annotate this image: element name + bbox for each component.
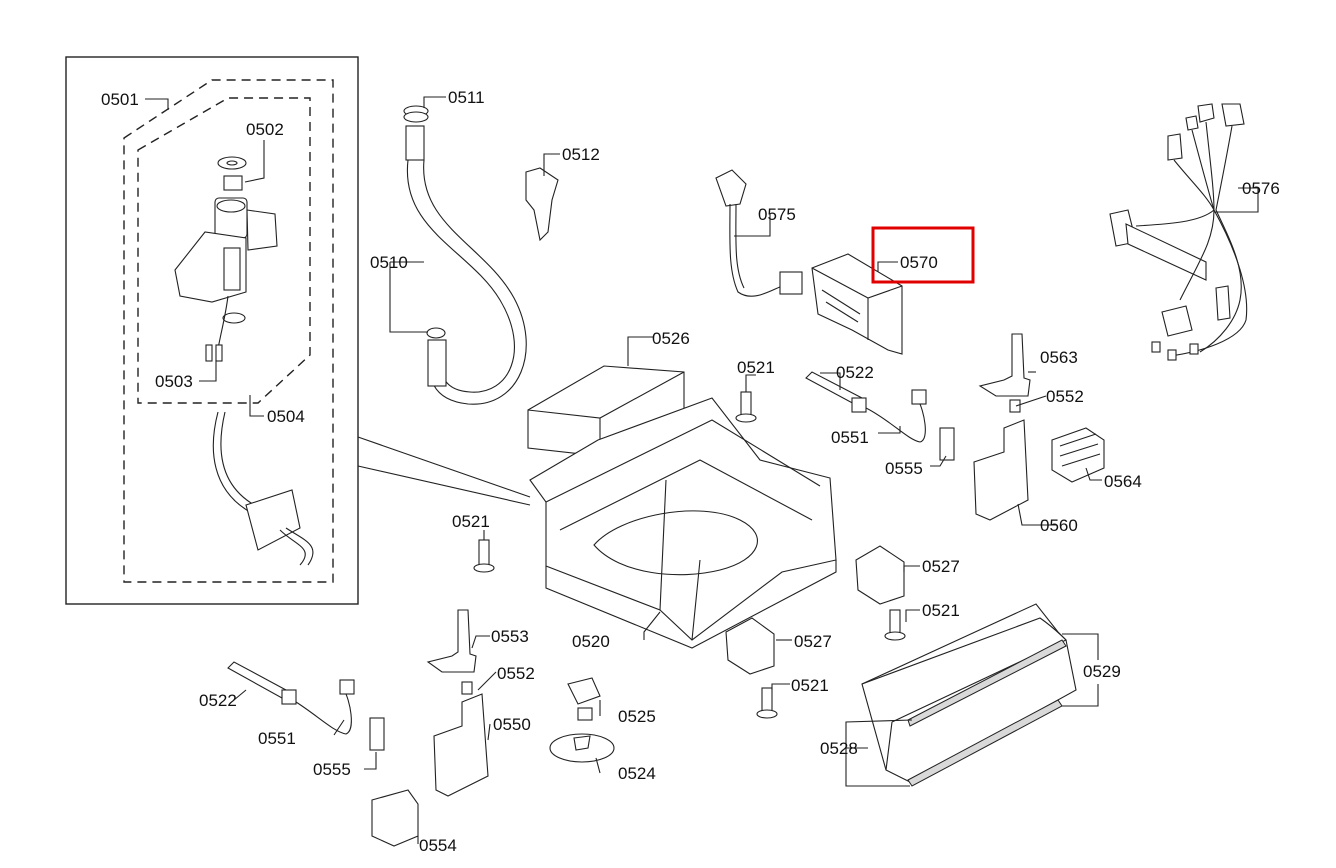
part-0554 xyxy=(371,789,419,847)
label-0504: 0504 xyxy=(267,407,305,426)
label-0502: 0502 xyxy=(246,120,284,139)
label-0564: 0564 xyxy=(1104,472,1142,491)
screws-0521 xyxy=(473,391,906,719)
label-0525: 0525 xyxy=(618,707,656,726)
sensor-group-left xyxy=(227,661,385,751)
detail-frame xyxy=(65,56,359,605)
label-0511: 0511 xyxy=(448,88,485,107)
label-0575: 0575 xyxy=(758,205,796,224)
aquastop-valve xyxy=(174,156,314,566)
label-0527-b: 0527 xyxy=(794,632,832,651)
label-0576: 0576 xyxy=(1242,179,1280,198)
sensor-group-right xyxy=(805,371,955,461)
screw-0521-b xyxy=(473,539,495,573)
label-0555-b: 0555 xyxy=(313,760,351,779)
label-0512: 0512 xyxy=(562,145,600,164)
label-0529: 0529 xyxy=(1083,662,1121,681)
detail-inset xyxy=(65,56,531,605)
part-0564 xyxy=(1051,427,1105,483)
control-module-0570 xyxy=(811,253,903,355)
bracket-0553 xyxy=(426,609,477,673)
label-0555-a: 0555 xyxy=(885,459,923,478)
label-0551-a: 0551 xyxy=(831,428,869,447)
label-0524: 0524 xyxy=(618,764,656,783)
label-0550: 0550 xyxy=(493,715,531,734)
label-0521-b: 0521 xyxy=(452,512,490,531)
bracket-0550 xyxy=(433,693,489,797)
highlight-box-0570 xyxy=(871,226,975,284)
label-0552-b: 0552 xyxy=(497,664,535,683)
label-0563: 0563 xyxy=(1040,348,1078,367)
power-cord-0575 xyxy=(715,169,803,297)
drain-hose-0510 xyxy=(403,105,527,405)
label-0560: 0560 xyxy=(1040,516,1078,535)
screw-0521-c xyxy=(884,609,906,641)
label-0570: 0570 xyxy=(900,253,938,272)
bracket-0560 xyxy=(973,419,1029,521)
label-0503: 0503 xyxy=(155,372,193,391)
label-0554: 0554 xyxy=(419,836,457,855)
screw-0521-a xyxy=(735,391,757,423)
wiring-harness-0576 xyxy=(1109,103,1248,361)
leader-lines xyxy=(145,96,1259,844)
label-0553: 0553 xyxy=(491,627,529,646)
label-0521-d: 0521 xyxy=(791,676,829,695)
assembly-0501-dashed-outline xyxy=(123,79,334,583)
part-number-labels: 0501 0502 0503 0504 0510 0511 0512 0520 … xyxy=(101,88,1280,855)
bracket-0563 xyxy=(978,333,1031,397)
clip-0512 xyxy=(525,167,559,242)
label-0526: 0526 xyxy=(652,329,690,348)
parts-0525-0524 xyxy=(549,677,615,763)
base-0520 xyxy=(529,397,837,649)
label-0528: 0528 xyxy=(820,739,858,758)
label-0551-b: 0551 xyxy=(258,729,296,748)
label-0522-b: 0522 xyxy=(199,691,237,710)
assembly-0502-dashed-outline xyxy=(137,97,311,404)
label-0527-a: 0527 xyxy=(922,557,960,576)
label-0521-c: 0521 xyxy=(922,601,960,620)
screw-0521-d xyxy=(756,687,778,719)
feet-0527 xyxy=(725,545,905,675)
label-0552-a: 0552 xyxy=(1046,387,1084,406)
label-0521-a: 0521 xyxy=(737,358,775,377)
label-0501: 0501 xyxy=(101,90,139,109)
label-0522-a: 0522 xyxy=(836,363,874,382)
label-0510: 0510 xyxy=(370,253,408,272)
label-0520: 0520 xyxy=(572,632,610,651)
plinth-0529-0528 xyxy=(861,603,1077,787)
brackets xyxy=(426,333,1031,797)
